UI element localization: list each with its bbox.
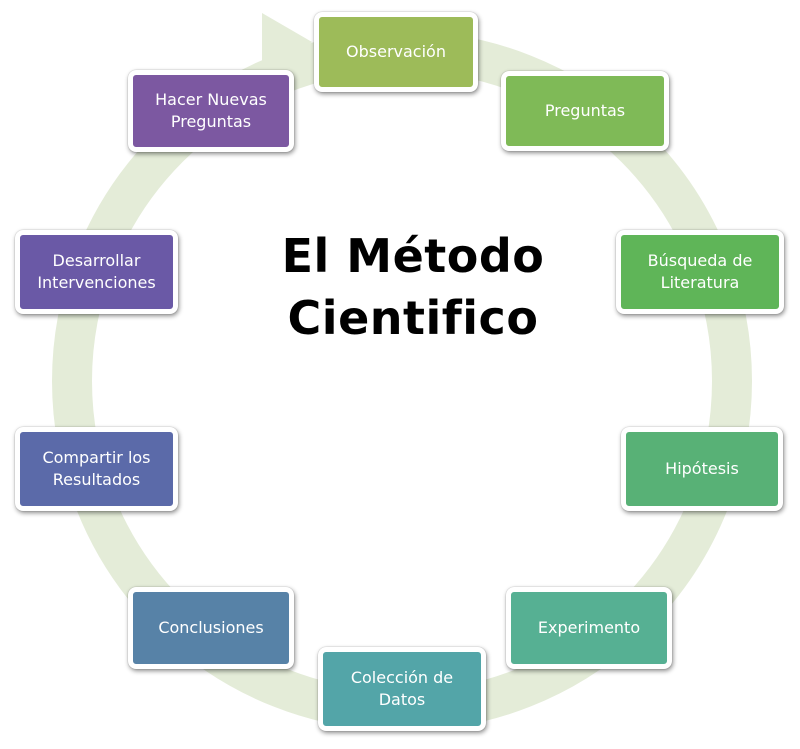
- step-label: Desarrollar Intervenciones: [37, 251, 156, 292]
- step-label: Hacer Nuevas Preguntas: [155, 90, 267, 131]
- title-line-1: El Método: [281, 229, 545, 283]
- step-label: Observación: [346, 42, 446, 61]
- step-label: Conclusiones: [158, 618, 264, 637]
- step-label: Preguntas: [544, 101, 626, 120]
- step-preguntas: Preguntas: [501, 71, 669, 151]
- step-experimento: Experimento: [506, 587, 672, 669]
- step-hipotesis: Hipótesis: [621, 427, 783, 511]
- step-busqueda-de-literatura: Búsqueda de Literatura: [616, 230, 784, 314]
- step-desarrollar-intervenciones: Desarrollar Intervenciones: [15, 230, 178, 314]
- step-hacer-nuevas-preguntas: Hacer Nuevas Preguntas: [128, 70, 294, 152]
- cycle-arrowhead: [262, 13, 312, 73]
- step-label: Hipótesis: [665, 459, 739, 478]
- step-conclusiones: Conclusiones: [128, 587, 294, 669]
- diagram-title: El Método Cientifico: [200, 225, 626, 349]
- step-compartir-los-resultados: Compartir los Resultados: [15, 427, 178, 511]
- step-observacion: Observación: [314, 12, 478, 92]
- title-line-2: Cientifico: [287, 291, 539, 345]
- step-label: Compartir los Resultados: [42, 448, 151, 489]
- step-label: Experimento: [537, 618, 641, 637]
- step-label: Colección de Datos: [350, 668, 454, 709]
- step-label: Búsqueda de Literatura: [647, 251, 753, 292]
- step-coleccion-de-datos: Colección de Datos: [318, 647, 486, 731]
